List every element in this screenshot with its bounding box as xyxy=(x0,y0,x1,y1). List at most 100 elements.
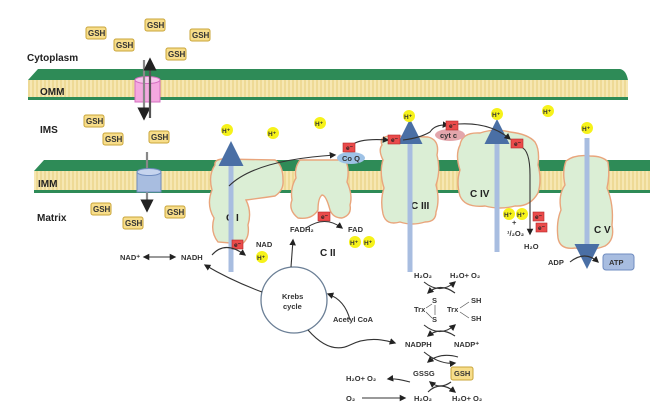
electron-c4-water-2: e⁻ xyxy=(535,222,548,233)
electron-flow-cytc-to-c4 xyxy=(457,123,512,140)
electron-c4: e⁻ xyxy=(510,138,524,149)
gssg-label: GSSG xyxy=(413,369,435,378)
svg-text:e⁻: e⁻ xyxy=(449,123,457,130)
svg-text:e⁻: e⁻ xyxy=(535,214,543,221)
h-plus-c4-1: H⁺ xyxy=(503,208,515,220)
svg-text:H⁺: H⁺ xyxy=(404,114,413,121)
svg-text:e⁻: e⁻ xyxy=(538,225,546,232)
o2-label: O₂ xyxy=(346,394,355,403)
svg-text:H⁺: H⁺ xyxy=(350,240,359,247)
atp-box: ATP xyxy=(602,253,635,271)
h-plus-ims-3: H⁺ xyxy=(314,117,326,129)
acetyl-coa-label: Acetyl CoA xyxy=(333,315,374,324)
nadph-label: NADPH xyxy=(405,340,432,349)
cytochrome-c: cyt c xyxy=(435,129,465,141)
svg-text:GSH: GSH xyxy=(116,41,134,50)
electron-flow-c1-to-coq xyxy=(228,152,337,187)
h2o-o2-bottom-label: H₂O+ O₂ xyxy=(452,394,482,403)
electron-flow-c3-to-cytc xyxy=(402,121,450,141)
complex-ii-label: C II xyxy=(320,248,336,259)
svg-text:e⁻: e⁻ xyxy=(514,141,522,148)
svg-text:GSH: GSH xyxy=(151,133,169,142)
svg-text:H⁺: H⁺ xyxy=(222,128,231,135)
svg-text:H⁺: H⁺ xyxy=(543,109,552,116)
gsh-cytoplasm-5: GSH xyxy=(165,47,187,61)
s-top-label: S xyxy=(432,296,437,305)
imm-label: IMM xyxy=(38,179,57,190)
svg-text:H⁺: H⁺ xyxy=(504,212,513,219)
omm-label: OMM xyxy=(40,87,64,98)
gsh-ims-1: GSH xyxy=(83,114,105,128)
svg-text:cycle: cycle xyxy=(283,302,302,311)
trx-left-label: Trx xyxy=(414,305,426,314)
electron-coq: e⁻ xyxy=(342,142,356,153)
svg-text:GSH: GSH xyxy=(454,369,470,378)
complex-ii: C II xyxy=(290,159,352,259)
gsh-matrix-1: GSH xyxy=(90,202,112,216)
sh-top-label: SH xyxy=(471,296,481,305)
krebs-to-nadh-arrow xyxy=(203,264,263,293)
trx-right-label: Trx xyxy=(447,305,459,314)
h-plus-ims-5: H⁺ xyxy=(491,108,503,120)
nad-plus-label: NAD⁺ xyxy=(120,253,140,262)
svg-text:H⁺: H⁺ xyxy=(268,131,277,138)
svg-text:GSH: GSH xyxy=(192,31,210,40)
svg-text:H⁺: H⁺ xyxy=(364,240,373,247)
svg-text:Krebs: Krebs xyxy=(282,292,303,301)
acetyl-coa-arrow xyxy=(326,292,351,321)
nad-label: NAD xyxy=(256,240,273,249)
h-plus-ims-7: H⁺ xyxy=(581,122,593,134)
imm-gsh-channel xyxy=(136,152,162,213)
matrix-label: Matrix xyxy=(37,213,67,224)
half-o2-label: ¹/₂O₂ xyxy=(507,229,524,238)
fadh2-oxidation-arrow xyxy=(305,220,344,229)
adp-label: ADP xyxy=(548,258,564,267)
h-plus-ims-4: H⁺ xyxy=(403,110,415,122)
svg-text:e⁻: e⁻ xyxy=(234,242,242,249)
svg-text:e⁻: e⁻ xyxy=(346,145,354,152)
electron-c3: e⁻ xyxy=(387,134,401,145)
sh-bottom-label: SH xyxy=(471,314,481,323)
gsh-cytoplasm-3: GSH xyxy=(144,18,166,32)
gsh-ims-3: GSH xyxy=(148,130,170,144)
h2o-label: H₂O xyxy=(524,242,539,251)
h2o2-bottom-label: H₂O₂ xyxy=(414,394,432,403)
coenzyme-q: Co Q xyxy=(337,152,365,164)
h-plus-c2-2: H⁺ xyxy=(363,236,375,248)
h2o-o2-left-label: H₂O+ O₂ xyxy=(346,374,376,383)
svg-text:GSH: GSH xyxy=(167,208,185,217)
svg-text:H⁺: H⁺ xyxy=(517,212,526,219)
svg-text:cyt c: cyt c xyxy=(440,131,457,140)
atp-synthesis-arrow xyxy=(569,255,599,263)
krebs-to-nadph-arrow xyxy=(307,329,397,349)
h-plus-c2-1: H⁺ xyxy=(349,236,361,248)
complex-i: C I xyxy=(208,158,284,245)
gsh-cytoplasm-4: GSH xyxy=(189,28,211,42)
gsh-cytoplasm-1: GSH xyxy=(85,26,107,40)
svg-text:GSH: GSH xyxy=(93,205,111,214)
gsh-matrix-2: GSH xyxy=(122,216,144,230)
electron-cytc: e⁻ xyxy=(445,120,459,131)
svg-text:ATP: ATP xyxy=(609,258,623,267)
svg-text:GSH: GSH xyxy=(105,135,123,144)
svg-text:e⁻: e⁻ xyxy=(321,214,329,221)
svg-text:H⁺: H⁺ xyxy=(492,112,501,119)
svg-text:GSH: GSH xyxy=(147,21,165,30)
gsh-ims-2: GSH xyxy=(102,132,124,146)
gsh-cytoplasm-2: GSH xyxy=(113,38,135,52)
complex-v-label: C V xyxy=(594,225,611,236)
outer-mitochondrial-membrane xyxy=(28,69,628,100)
h-plus-ims-1: H⁺ xyxy=(221,124,233,136)
electron-c1: e⁻ xyxy=(231,239,244,250)
svg-text:GSH: GSH xyxy=(86,117,104,126)
h2o2-top-label: H₂O₂ xyxy=(414,271,432,280)
svg-text:e⁻: e⁻ xyxy=(391,137,399,144)
h-plus-ims-2: H⁺ xyxy=(267,127,279,139)
krebs-to-fadh2-arrow xyxy=(289,238,296,268)
s-bottom-label: S xyxy=(432,315,437,324)
h-plus-ims-6: H⁺ xyxy=(542,105,554,117)
complex-iii-label: C III xyxy=(411,201,430,212)
svg-text:H⁺: H⁺ xyxy=(315,121,324,128)
krebs-cycle: Krebs cycle xyxy=(260,266,328,334)
